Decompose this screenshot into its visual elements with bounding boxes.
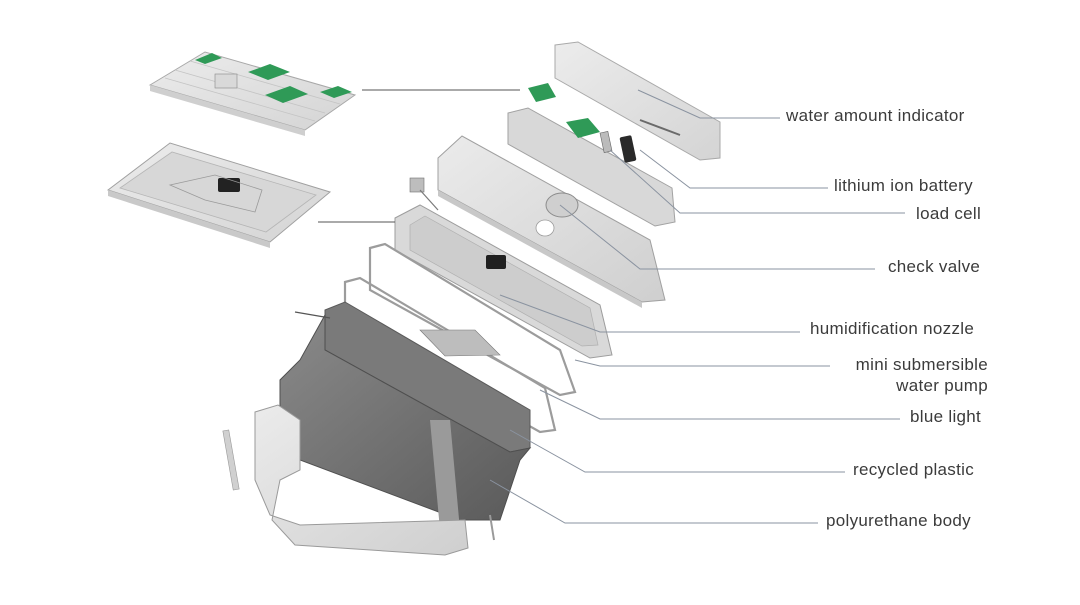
label-humidification-nozzle: humidification nozzle — [810, 319, 975, 338]
leader-polyurethane-body — [489, 479, 818, 524]
label-mini-submersible-line2: water pump — [896, 376, 988, 395]
label-mini-submersible-line1: mini submersible — [855, 355, 988, 374]
leader-humidification-nozzle — [499, 294, 800, 333]
upper-housing-part — [437, 135, 666, 308]
label-polyurethane-body: polyurethane body — [826, 511, 971, 530]
leader-load-cell — [609, 149, 905, 214]
label-water-amount-indicator: water amount indicator — [786, 106, 965, 125]
label-blue-light: blue light — [910, 407, 982, 426]
leader-lithium-ion-battery — [639, 149, 828, 189]
leader-check-valve — [559, 204, 875, 270]
load-cell-plate-part — [507, 107, 676, 227]
label-mini-submersible-water-pump: mini submersible water pump — [838, 354, 988, 396]
label-lithium-ion-battery: lithium ion battery — [834, 176, 973, 195]
leader-mini-submersible-water-pump — [574, 359, 830, 367]
label-recycled-plastic: recycled plastic — [853, 460, 975, 479]
dark-shell-part — [279, 301, 532, 530]
indicator-plate-part — [528, 41, 721, 161]
outer-body-part — [222, 404, 495, 556]
pcb-tray-part — [148, 51, 357, 136]
component-tray-part — [106, 142, 332, 248]
leader-blue-light — [539, 389, 900, 420]
leader-water-amount-indicator — [637, 89, 780, 119]
leader-recycled-plastic — [509, 429, 845, 473]
label-check-valve: check valve — [888, 257, 981, 276]
label-load-cell: load cell — [916, 204, 982, 223]
